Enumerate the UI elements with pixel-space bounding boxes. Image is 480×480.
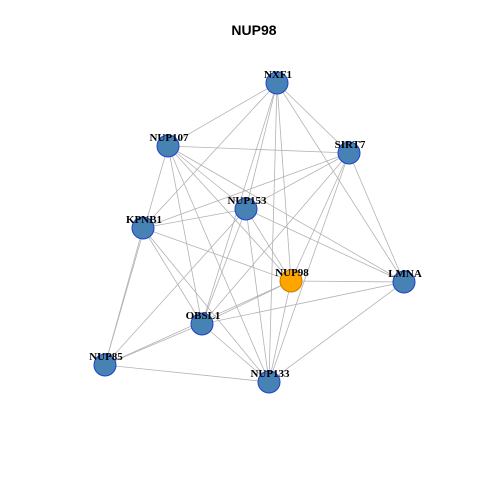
node-label-obsl1: OBSL1 — [186, 310, 221, 322]
plot-title: NUP98 — [231, 22, 276, 38]
edge-sirt7-nup98 — [290, 152, 350, 282]
node-nup107[interactable] — [156, 134, 180, 158]
edge-sirt7-kpnb1 — [142, 152, 350, 229]
node-label-nup133: NUP133 — [250, 368, 290, 380]
edge-nup153-nup98 — [245, 208, 292, 282]
edge-nxf1-nup98 — [276, 82, 292, 282]
edges-layer — [104, 82, 405, 383]
node-label-nup107: NUP107 — [149, 132, 189, 144]
edge-nup85-nup133 — [104, 364, 270, 383]
edge-nup107-sirt7 — [167, 145, 350, 154]
edge-nup153-kpnb1 — [142, 208, 247, 229]
edge-nup153-lmna — [245, 208, 405, 283]
edge-nxf1-nup153 — [245, 82, 278, 210]
edge-kpnb1-nup98 — [142, 227, 292, 282]
edge-kpnb1-obsl1 — [142, 227, 203, 325]
edge-nxf1-nup107 — [167, 82, 278, 147]
edge-obsl1-nup133 — [201, 323, 270, 383]
edge-sirt7-nup153 — [245, 152, 350, 210]
node-nup85[interactable] — [93, 353, 117, 377]
edge-kpnb1-nup85 — [104, 227, 144, 366]
edge-kpnb1-nup133 — [142, 227, 270, 383]
edge-nxf1-kpnb1 — [142, 82, 278, 229]
edge-nup153-nup85 — [104, 208, 247, 366]
node-label-sirt7: SIRT7 — [335, 139, 366, 151]
node-nup98[interactable] — [279, 269, 303, 293]
node-label-nup85: NUP85 — [89, 351, 123, 363]
node-label-kpnb1: KPNB1 — [126, 214, 162, 226]
node-label-nup153: NUP153 — [227, 195, 267, 207]
edge-sirt7-nup133 — [268, 152, 350, 383]
node-obsl1[interactable] — [190, 312, 214, 336]
node-kpnb1[interactable] — [131, 216, 155, 240]
edge-sirt7-lmna — [348, 152, 405, 283]
edge-nup107-obsl1 — [167, 145, 203, 325]
edge-nup107-nup153 — [167, 145, 247, 210]
edge-lmna-nup133 — [268, 281, 405, 383]
node-label-nup98: NUP98 — [275, 267, 309, 279]
node-label-nxf1: NXF1 — [264, 69, 292, 81]
edge-nup98-lmna — [290, 280, 405, 283]
node-lmna[interactable] — [392, 270, 416, 294]
edge-nxf1-nup133 — [268, 82, 278, 383]
edge-nup107-nup133 — [167, 145, 270, 383]
edge-nup153-obsl1 — [201, 208, 247, 325]
edge-nup153-nup133 — [245, 208, 270, 383]
edge-nup107-nup98 — [167, 145, 292, 282]
node-label-lmna: LMNA — [388, 268, 422, 280]
edge-lmna-obsl1 — [201, 281, 405, 325]
edge-nup98-obsl1 — [201, 280, 292, 325]
nodes-layer — [93, 71, 416, 394]
edge-sirt7-obsl1 — [201, 152, 350, 325]
node-nxf1[interactable] — [265, 71, 289, 95]
edge-nxf1-sirt7 — [276, 82, 350, 154]
node-nup133[interactable] — [257, 370, 281, 394]
node-nup153[interactable] — [234, 197, 258, 221]
node-sirt7[interactable] — [337, 141, 361, 165]
edge-nup98-nup133 — [268, 280, 292, 383]
edge-obsl1-nup85 — [104, 323, 203, 366]
edge-nup107-lmna — [167, 145, 405, 283]
edge-nxf1-lmna — [276, 82, 405, 283]
